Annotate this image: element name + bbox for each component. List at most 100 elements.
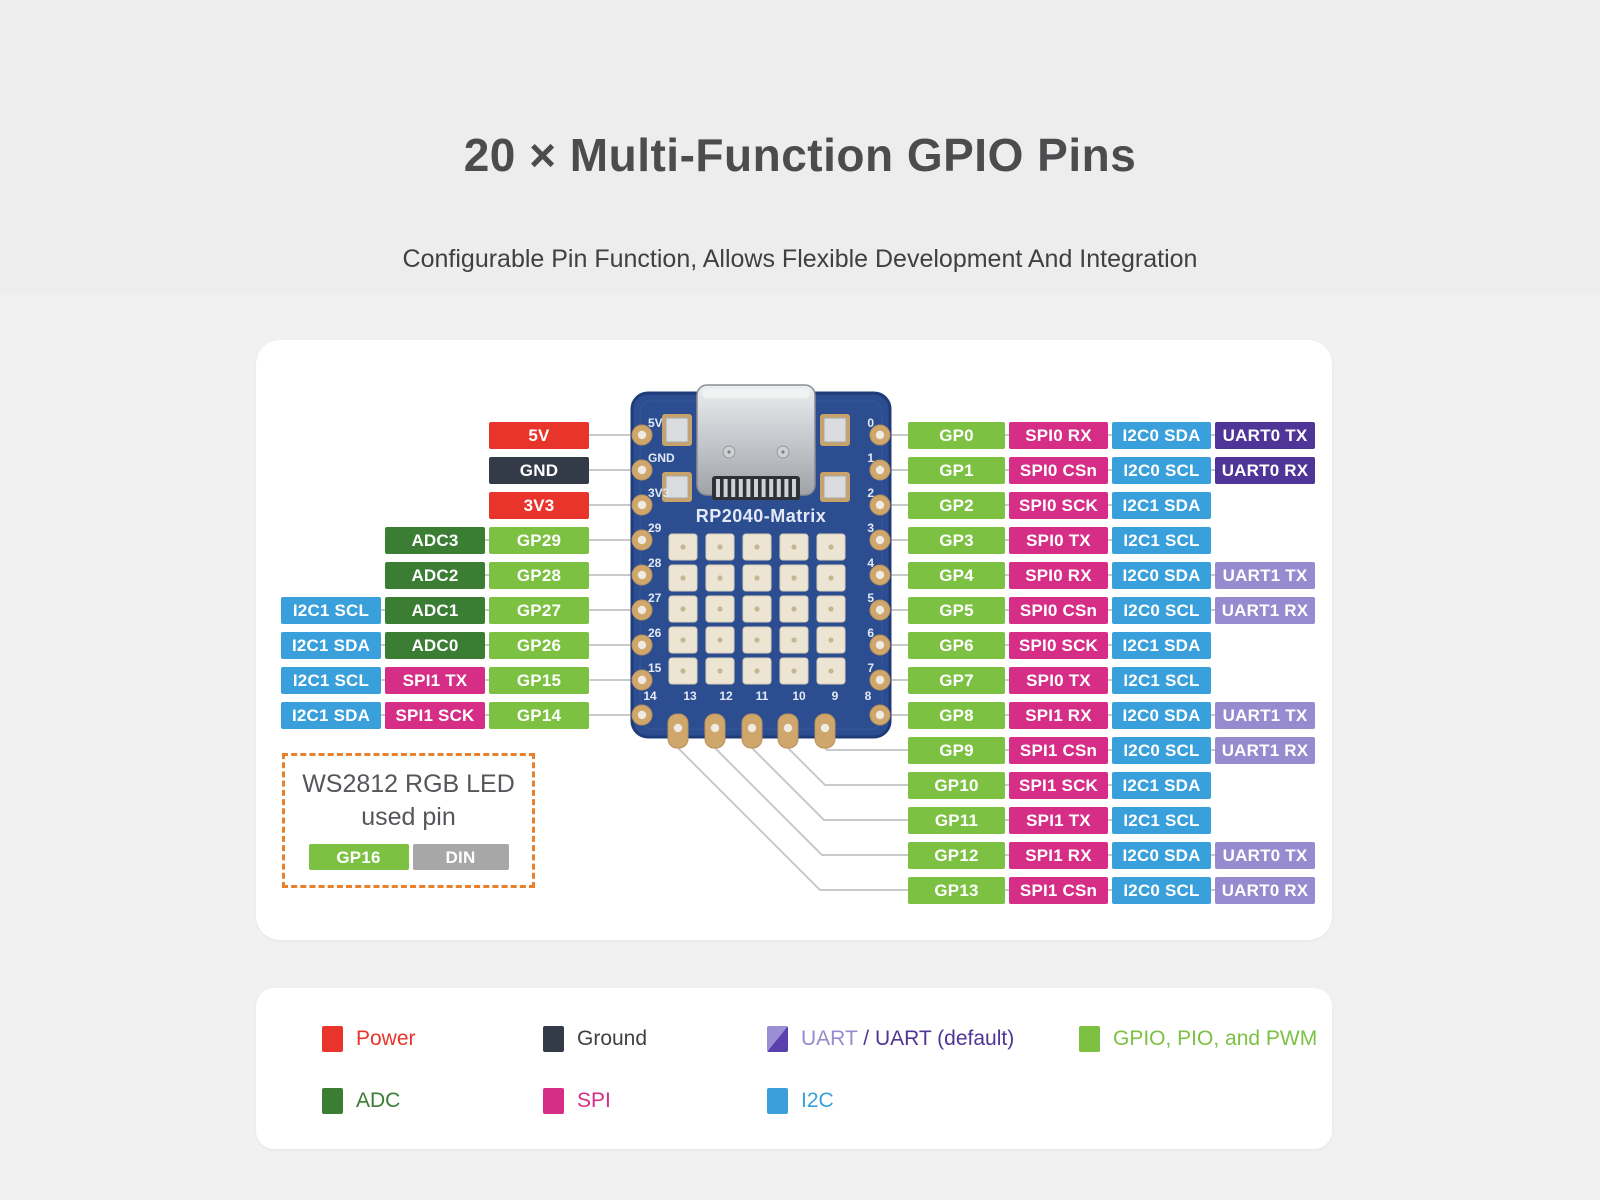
legend-swatch-uart-split (767, 1026, 788, 1052)
svg-text:9: 9 (832, 689, 839, 703)
pin-label: I2C0 SCL (1112, 877, 1211, 904)
svg-text:GND: GND (648, 451, 675, 465)
legend-swatch-power (322, 1026, 343, 1052)
pin-label: I2C1 SDA (1112, 632, 1211, 659)
svg-text:4: 4 (867, 556, 874, 570)
pin-label: I2C0 SCL (1112, 737, 1211, 764)
legend-swatch-spi (543, 1088, 564, 1114)
pin-label: SPI0 RX (1009, 422, 1108, 449)
legend-label: Ground (577, 1027, 648, 1050)
pin-label: ADC0 (385, 632, 485, 659)
pin-label: SPI0 CSn (1009, 597, 1108, 624)
legend-swatch-gpio (1079, 1026, 1100, 1052)
legend-swatch-adc (322, 1088, 343, 1114)
pin-label: SPI1 CSn (1009, 737, 1108, 764)
pin-label: SPI1 SCK (1009, 772, 1108, 799)
pin-label: GP11 (908, 807, 1005, 834)
pin-label: SPI1 TX (385, 667, 485, 694)
pin-label: I2C1 SCL (1112, 527, 1211, 554)
svg-text:5: 5 (867, 591, 874, 605)
pin-label: GP6 (908, 632, 1005, 659)
pin-label: GP4 (908, 562, 1005, 589)
pin-label: GP26 (489, 632, 589, 659)
legend-label: UART / UART (default) (801, 1027, 1015, 1050)
pin-label: SPI0 TX (1009, 527, 1108, 554)
pin-label: GP9 (908, 737, 1005, 764)
pin-label: UART0 TX (1215, 422, 1315, 449)
pin-label: I2C0 SDA (1112, 562, 1211, 589)
pin-label: SPI1 RX (1009, 702, 1108, 729)
page-title: 20 × Multi-Function GPIO Pins (463, 129, 1137, 181)
pin-label: I2C1 SCL (1112, 807, 1211, 834)
pin-label: I2C1 SCL (281, 667, 381, 694)
pin-label: I2C1 SDA (1112, 492, 1211, 519)
svg-text:2: 2 (867, 486, 874, 500)
pin-label: GP28 (489, 562, 589, 589)
svg-text:1: 1 (867, 451, 874, 465)
ws2812-pin-label: DIN (412, 844, 509, 870)
pin-label: SPI0 CSn (1009, 457, 1108, 484)
pin-label: SPI0 RX (1009, 562, 1108, 589)
svg-text:13: 13 (683, 689, 697, 703)
svg-text:12: 12 (719, 689, 733, 703)
pin-label: GP0 (908, 422, 1005, 449)
pin-label: I2C1 SDA (281, 632, 381, 659)
ws2812-title-line2: used pin (361, 803, 456, 831)
legend-item: I2C (767, 1086, 834, 1116)
svg-text:5V: 5V (648, 416, 663, 430)
svg-text:3: 3 (867, 521, 874, 535)
pin-label: SPI0 SCK (1009, 632, 1108, 659)
pin-label: 5V (489, 422, 589, 449)
pin-label: I2C1 SDA (1112, 772, 1211, 799)
svg-text:15: 15 (648, 661, 662, 675)
svg-text:29: 29 (648, 521, 662, 535)
legend-item: Power (322, 1024, 416, 1054)
pin-label: GND (489, 457, 589, 484)
pin-label: GP1 (908, 457, 1005, 484)
pin-label: I2C0 SDA (1112, 702, 1211, 729)
legend-swatch-i2c (767, 1088, 788, 1114)
ws2812-pin-label: GP16 (308, 844, 409, 870)
pin-label: SPI0 SCK (1009, 492, 1108, 519)
pin-label: UART1 TX (1215, 702, 1315, 729)
pin-label: GP7 (908, 667, 1005, 694)
svg-text:0: 0 (867, 416, 874, 430)
legend-item: UART / UART (default) (767, 1024, 1014, 1054)
pin-label: SPI1 TX (1009, 807, 1108, 834)
pin-label: UART0 TX (1215, 842, 1315, 869)
svg-text:14: 14 (643, 689, 657, 703)
led-matrix (668, 533, 846, 685)
svg-text:7: 7 (867, 661, 874, 675)
castellated-pads (631, 424, 891, 749)
pin-label: UART0 RX (1215, 457, 1315, 484)
board-name-label: RP2040-Matrix (696, 506, 827, 526)
pin-label: GP13 (908, 877, 1005, 904)
pin-label: GP8 (908, 702, 1005, 729)
pin-label: ADC1 (385, 597, 485, 624)
pin-label: SPI0 TX (1009, 667, 1108, 694)
ws2812-title-line1: WS2812 RGB LED (302, 770, 515, 798)
pin-label: ADC3 (385, 527, 485, 554)
legend-swatch-ground (543, 1026, 564, 1052)
pin-label: GP15 (489, 667, 589, 694)
pin-label: I2C0 SCL (1112, 597, 1211, 624)
pin-label: UART1 TX (1215, 562, 1315, 589)
usb-c-connector (662, 384, 850, 502)
svg-text:28: 28 (648, 556, 662, 570)
pin-label: GP2 (908, 492, 1005, 519)
legend-label: Power (356, 1027, 416, 1050)
svg-text:8: 8 (865, 689, 872, 703)
pin-label: GP5 (908, 597, 1005, 624)
pin-label: I2C0 SDA (1112, 842, 1211, 869)
pin-label: GP12 (908, 842, 1005, 869)
page-subtitle: Configurable Pin Function, Allows Flexib… (402, 245, 1198, 273)
legend-item: Ground (543, 1024, 647, 1054)
svg-text:27: 27 (648, 591, 662, 605)
legend-label: ADC (356, 1089, 401, 1112)
svg-text:6: 6 (867, 626, 874, 640)
pin-label: 3V3 (489, 492, 589, 519)
svg-text:11: 11 (756, 689, 769, 703)
